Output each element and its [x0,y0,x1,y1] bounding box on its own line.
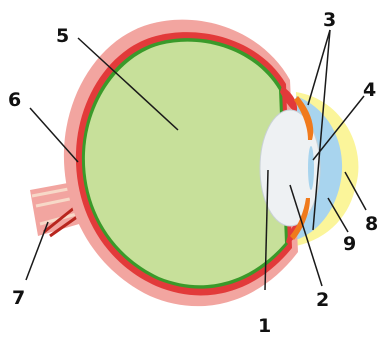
label-5: 5 [56,25,69,47]
label-1: 1 [258,315,271,337]
label-9: 9 [343,233,356,255]
label-6: 6 [8,89,21,111]
label-2: 2 [316,289,329,311]
label-3: 3 [323,9,336,31]
leader-7 [26,222,48,280]
label-4: 4 [363,79,376,101]
pupil-edge [308,146,314,190]
label-8: 8 [365,213,378,235]
label-7: 7 [12,287,25,309]
